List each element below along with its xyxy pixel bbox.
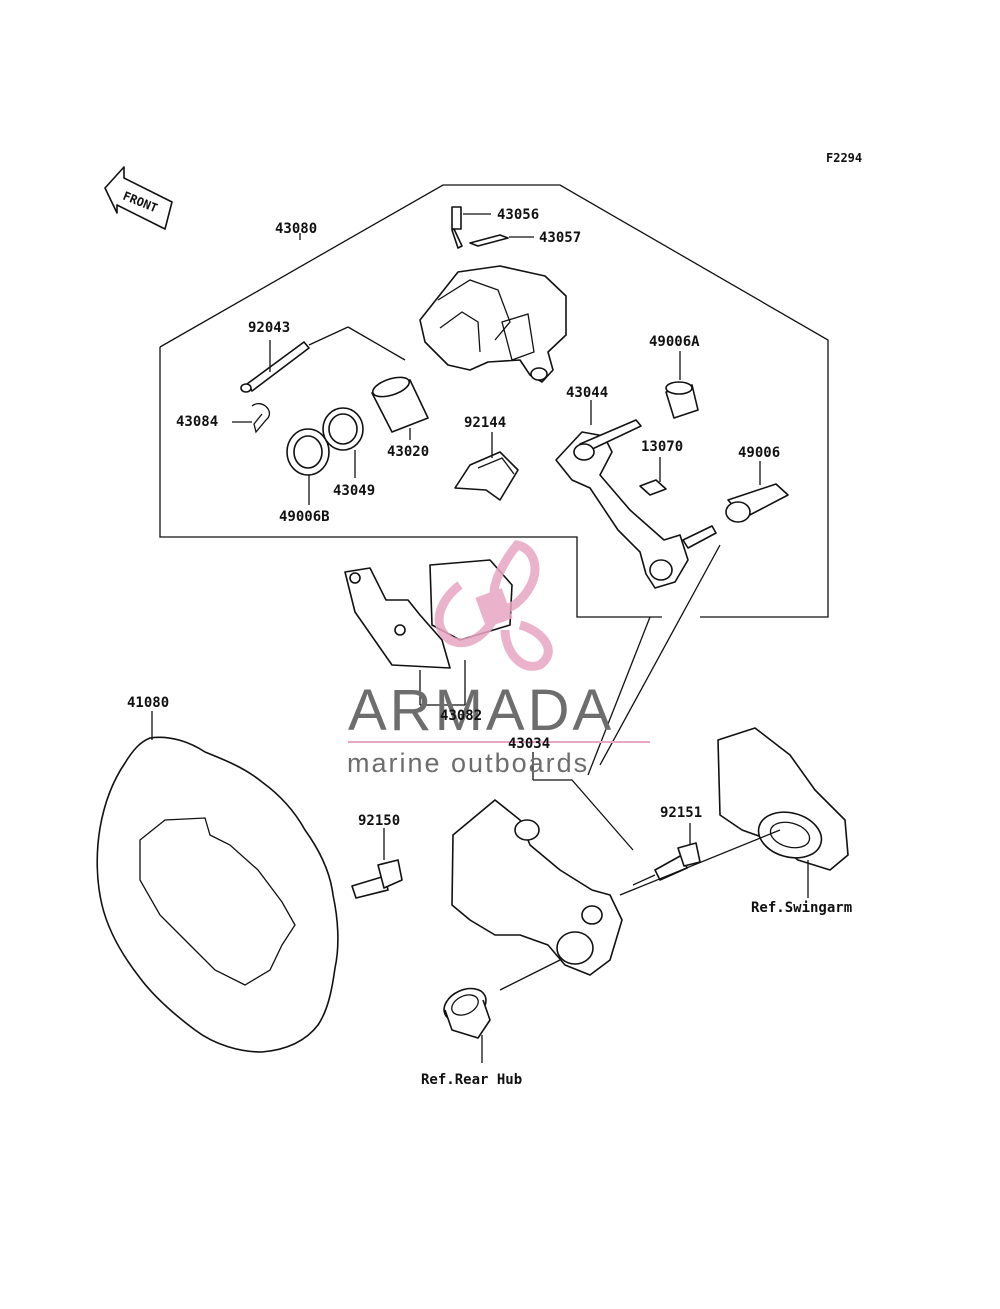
- label-43049: 43049: [333, 483, 375, 499]
- label-49006: 49006: [738, 445, 780, 461]
- figure-code: F2294: [826, 151, 862, 165]
- caliper-assembly-outline: [159, 184, 829, 618]
- label-ref-swingarm: Ref.Swingarm: [751, 900, 852, 916]
- label-49006A: 49006A: [649, 334, 700, 350]
- boot-upper: [665, 381, 699, 419]
- disc-bolt: [351, 859, 403, 899]
- armada-logo: [434, 540, 553, 671]
- label-43020: 43020: [387, 444, 429, 460]
- label-43044: 43044: [566, 385, 608, 401]
- bleeder-valve: [451, 206, 463, 249]
- pin-clip: [251, 403, 271, 434]
- caliper-bracket: [555, 419, 717, 589]
- label-43056: 43056: [497, 207, 539, 223]
- watermark-tagline: marine outboards: [347, 748, 589, 778]
- front-arrow-icon: FRONT: [104, 166, 173, 230]
- label-43080: 43080: [275, 221, 317, 237]
- pad-clip: [639, 479, 667, 496]
- bleeder-cap: [469, 234, 509, 247]
- brake-disc: [96, 736, 339, 1053]
- rear-hub-collar: [443, 987, 491, 1039]
- label-ref-rear-hub: Ref.Rear Hub: [421, 1072, 522, 1088]
- pad-spring: [454, 451, 519, 501]
- slide-pin: [240, 341, 310, 393]
- label-92151: 92151: [660, 805, 702, 821]
- label-43082: 43082: [440, 708, 482, 724]
- dust-seal: [286, 428, 330, 476]
- caliper-holder: [451, 799, 623, 976]
- label-43057: 43057: [539, 230, 581, 246]
- label-92043: 92043: [248, 320, 290, 336]
- label-49006B: 49006B: [279, 509, 330, 525]
- label-43034: 43034: [508, 736, 550, 752]
- swingarm-ref-shape: [717, 727, 849, 871]
- label-43084: 43084: [176, 414, 218, 430]
- caliper-body: [419, 265, 567, 383]
- label-41080: 41080: [127, 695, 169, 711]
- label-92144: 92144: [464, 415, 506, 431]
- watermark-brand: ARMADA: [348, 678, 614, 743]
- holder-bolt: [654, 842, 701, 881]
- piston-seal: [322, 407, 364, 451]
- piston: [371, 376, 429, 433]
- boot-lower: [725, 483, 789, 523]
- label-13070: 13070: [641, 439, 683, 455]
- label-92150: 92150: [358, 813, 400, 829]
